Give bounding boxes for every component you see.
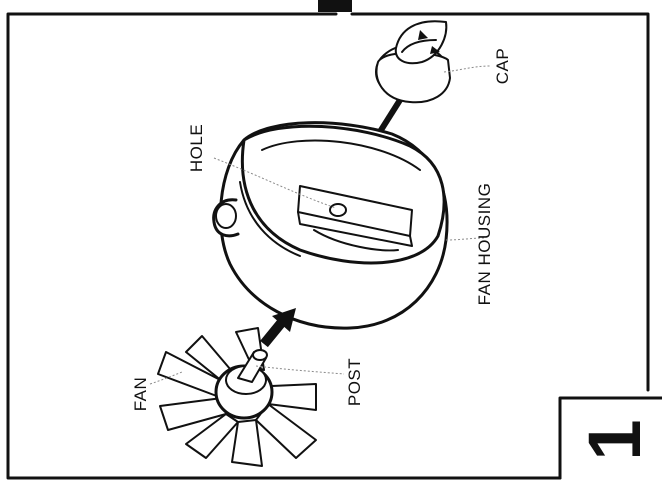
label-hole: HOLE (187, 124, 206, 172)
leader-post (256, 366, 344, 374)
leader-cap (444, 66, 490, 72)
step-number: 1 (573, 419, 656, 460)
label-cap: CAP (493, 48, 512, 84)
cap-part (376, 21, 450, 102)
top-edge-tab (318, 0, 352, 12)
label-post: POST (345, 358, 364, 406)
label-fan: FAN (131, 377, 150, 412)
step-number-box: 1 (560, 398, 662, 478)
fan-part (158, 328, 316, 466)
label-fan-housing: FAN HOUSING (475, 183, 494, 306)
fan-housing-part (214, 123, 447, 328)
arrow-fan-to-housing (264, 308, 296, 344)
